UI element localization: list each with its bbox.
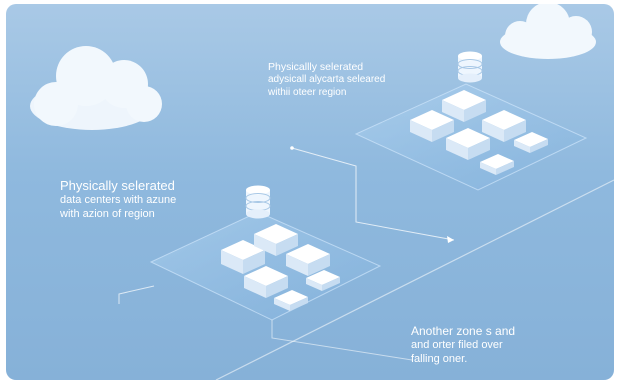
zone-label-top: Physicallly selerated adysicall alycarta… <box>268 61 385 99</box>
server-icon <box>514 132 548 153</box>
server-icon <box>410 110 454 142</box>
connector-arrow <box>447 236 454 243</box>
zone-label-left-line1: data centers with azune <box>60 194 177 207</box>
server-icon <box>442 90 486 122</box>
zone-label-top-title: Physicallly selerated <box>268 61 364 73</box>
server-icon <box>244 266 288 298</box>
cloud-icon <box>30 46 162 130</box>
connector-line-bottom <box>271 320 413 361</box>
cloud-icon <box>500 4 596 59</box>
zone-label-bottom-line2: falling oner. <box>411 352 468 365</box>
database-icon <box>457 51 483 83</box>
zone-label-top-line2: withii oteer region <box>268 86 347 98</box>
connector-line-middle <box>291 147 455 241</box>
zone-label-left-line2: with azion of region <box>60 208 155 220</box>
server-icon <box>274 290 308 311</box>
zone-label-left: Physically selerated data centers with a… <box>60 178 176 222</box>
database-icon <box>245 185 271 219</box>
diagram-canvas: Physically selerated data centers with a… <box>6 4 614 380</box>
zone-label-left-title: Physically selerated <box>60 178 175 193</box>
zone-platform-lower <box>149 211 382 321</box>
connector-line-left <box>118 285 155 304</box>
server-icon <box>446 128 490 160</box>
diagram-graphics <box>30 4 614 380</box>
server-icon <box>286 244 330 276</box>
zone-label-top-line1: adysicall alycarta seleared <box>268 74 386 86</box>
server-icon <box>254 224 298 256</box>
server-icon <box>306 270 340 291</box>
connector-dot <box>290 146 294 150</box>
server-icon <box>480 154 514 175</box>
zone-divider-line <box>215 179 614 380</box>
zone-label-bottom-title: Another zone s and <box>411 324 516 338</box>
server-icon <box>482 110 526 142</box>
zone-label-bottom-line1: and orter filed over <box>411 339 503 351</box>
zone-label-bottom: Another zone s and and orter filed over … <box>411 324 515 367</box>
